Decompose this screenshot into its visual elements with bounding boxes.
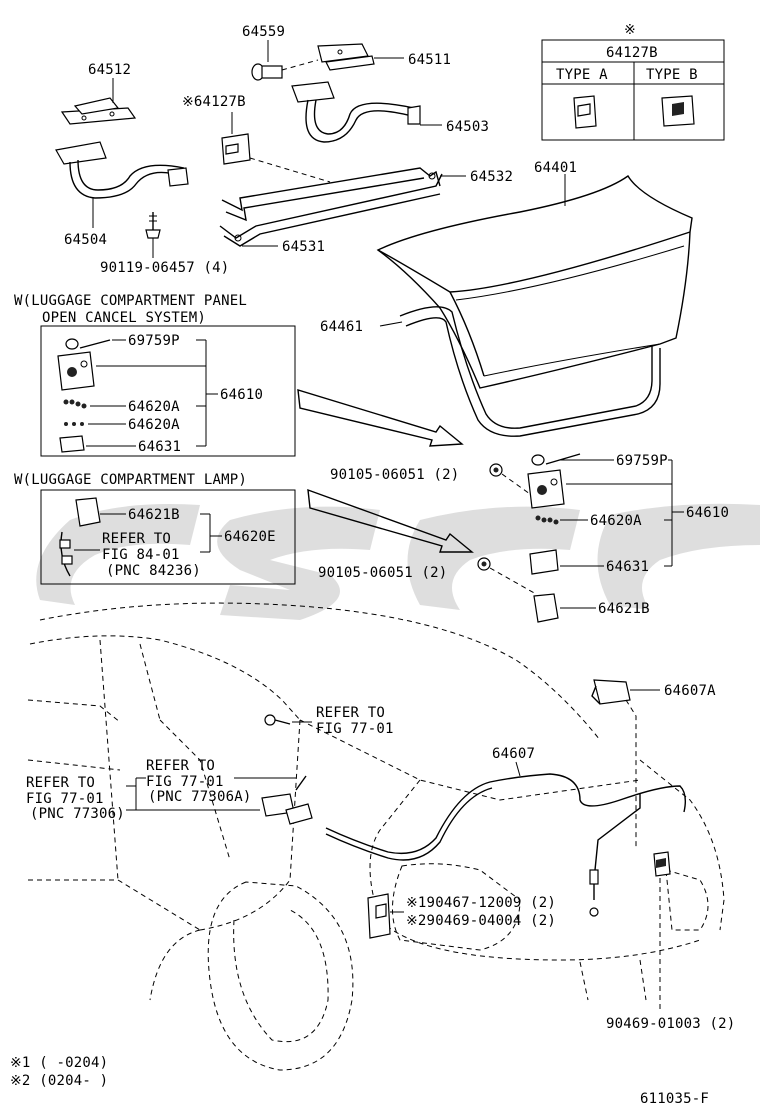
clip-type-b-icon xyxy=(661,95,695,127)
bolt-90105-b-icon xyxy=(477,557,491,571)
hinge-bracket-64512-icon xyxy=(60,97,137,125)
label-64620e: 64620E xyxy=(224,529,276,545)
label-64559: 64559 xyxy=(242,24,285,40)
lamp-switch-64621b-icon xyxy=(533,593,559,623)
label-64504: 64504 xyxy=(64,232,107,248)
release-cable-64607-icon xyxy=(325,773,687,917)
label-90105-b: 90105-06051 (2) xyxy=(318,565,447,581)
type-a-label: TYPE A xyxy=(556,67,608,83)
label-69759p-b: 69759P xyxy=(616,453,668,469)
ref1-line2: FIG 77-01 xyxy=(316,721,394,737)
box1-title-line2: OPEN CANCEL SYSTEM) xyxy=(42,310,206,326)
hinge-part-77306a-icon xyxy=(261,775,313,825)
label-64512: 64512 xyxy=(88,62,131,78)
label-90469a: ※290469-04004 (2) xyxy=(406,913,556,929)
hinge-arm-64504-icon xyxy=(55,141,189,199)
footnote-1: ※1 ( -0204) xyxy=(10,1055,108,1071)
label-64610-a: 64610 xyxy=(220,387,263,403)
ref3-line2: FIG 77-01 xyxy=(26,791,104,807)
luggage-lamp-box xyxy=(40,489,296,585)
luggage-panel-cancel-box xyxy=(40,325,296,457)
box2-ref-line3: (PNC 84236) xyxy=(106,563,201,579)
label-64620a-b: 64620A xyxy=(590,513,642,529)
label-64620a-1: 64620A xyxy=(128,399,180,415)
label-90467: ※190467-12009 (2) xyxy=(406,895,556,911)
ref2-line1: REFER TO xyxy=(146,758,215,774)
label-64607a: 64607A xyxy=(664,683,716,699)
bolt-90119-icon xyxy=(145,212,161,239)
label-64621b-a: 64621B xyxy=(128,507,180,523)
label-64631-a: 64631 xyxy=(138,439,181,455)
clip-type-a-icon xyxy=(573,95,597,129)
clip-64127b-icon xyxy=(221,133,251,165)
label-64631-b: 64631 xyxy=(606,559,649,575)
label-69759p-a: 69759P xyxy=(128,333,180,349)
direction-arrow-lower-icon xyxy=(307,488,474,553)
spring-parts-icon xyxy=(63,399,87,426)
label-64531: 64531 xyxy=(282,239,325,255)
footnote-2: ※2 (0204- ) xyxy=(10,1073,108,1089)
switch-64631-icon xyxy=(59,435,85,453)
label-64532: 64532 xyxy=(470,169,513,185)
label-64511: 64511 xyxy=(408,52,451,68)
lever-64607a-icon xyxy=(591,679,631,705)
label-64401: 64401 xyxy=(534,160,577,176)
label-64461: 64461 xyxy=(320,319,363,335)
label-90105-a: 90105-06051 (2) xyxy=(330,467,459,483)
watermark-logo xyxy=(36,503,760,620)
pin-64559-icon xyxy=(251,63,283,81)
box2-ref-line1: REFER TO xyxy=(102,531,171,547)
clip-90467-icon xyxy=(367,893,391,939)
figure-code: 611035-F xyxy=(640,1091,709,1107)
switch-64631-b-icon xyxy=(529,549,559,575)
box2-title: W(LUGGAGE COMPARTMENT LAMP) xyxy=(14,472,247,488)
torsion-bars-icon xyxy=(219,167,443,247)
cancel-lock-assy-icon xyxy=(57,338,111,391)
label-90119: 90119-06457 (4) xyxy=(100,260,229,276)
clip-90469-icon xyxy=(653,851,671,877)
weatherstrip-64461-icon xyxy=(399,306,661,437)
label-64607: 64607 xyxy=(492,746,535,762)
label-64503: 64503 xyxy=(446,119,489,135)
hinge-arm-64503-icon xyxy=(291,81,421,143)
label-64621b-b: 64621B xyxy=(598,601,650,617)
bolt-ref-77-01-icon xyxy=(264,714,291,726)
box2-ref-line2: FIG 84-01 xyxy=(102,547,180,563)
type-table-part-number: 64127B xyxy=(606,45,658,61)
type-b-label: TYPE B xyxy=(646,67,698,83)
ref2-line3: (PNC 77306A) xyxy=(148,789,252,805)
hinge-bracket-64511-icon xyxy=(317,43,375,71)
label-64610-b: 64610 xyxy=(686,505,729,521)
car-body-outline-icon xyxy=(27,602,725,1071)
type-table xyxy=(541,39,725,141)
label-64620a-2: 64620A xyxy=(128,417,180,433)
ref1-line1: REFER TO xyxy=(316,705,385,721)
trunk-lid-64401-icon xyxy=(376,174,693,389)
ref3-line3: (PNC 77306) xyxy=(30,806,125,822)
lock-assy-64610-icon xyxy=(527,453,581,525)
box1-title-line1: W(LUGGAGE COMPARTMENT PANEL xyxy=(14,293,247,309)
ref2-line2: FIG 77-01 xyxy=(146,774,224,790)
lamp-switch-icon xyxy=(59,497,101,577)
direction-arrow-upper-icon xyxy=(297,389,464,447)
bolt-90105-a-icon xyxy=(489,463,503,477)
label-64127b: ※64127B xyxy=(182,94,246,110)
label-90469b: 90469-01003 (2) xyxy=(606,1016,735,1032)
ref3-line1: REFER TO xyxy=(26,775,95,791)
type-table-note-mark: ※ xyxy=(624,22,636,38)
